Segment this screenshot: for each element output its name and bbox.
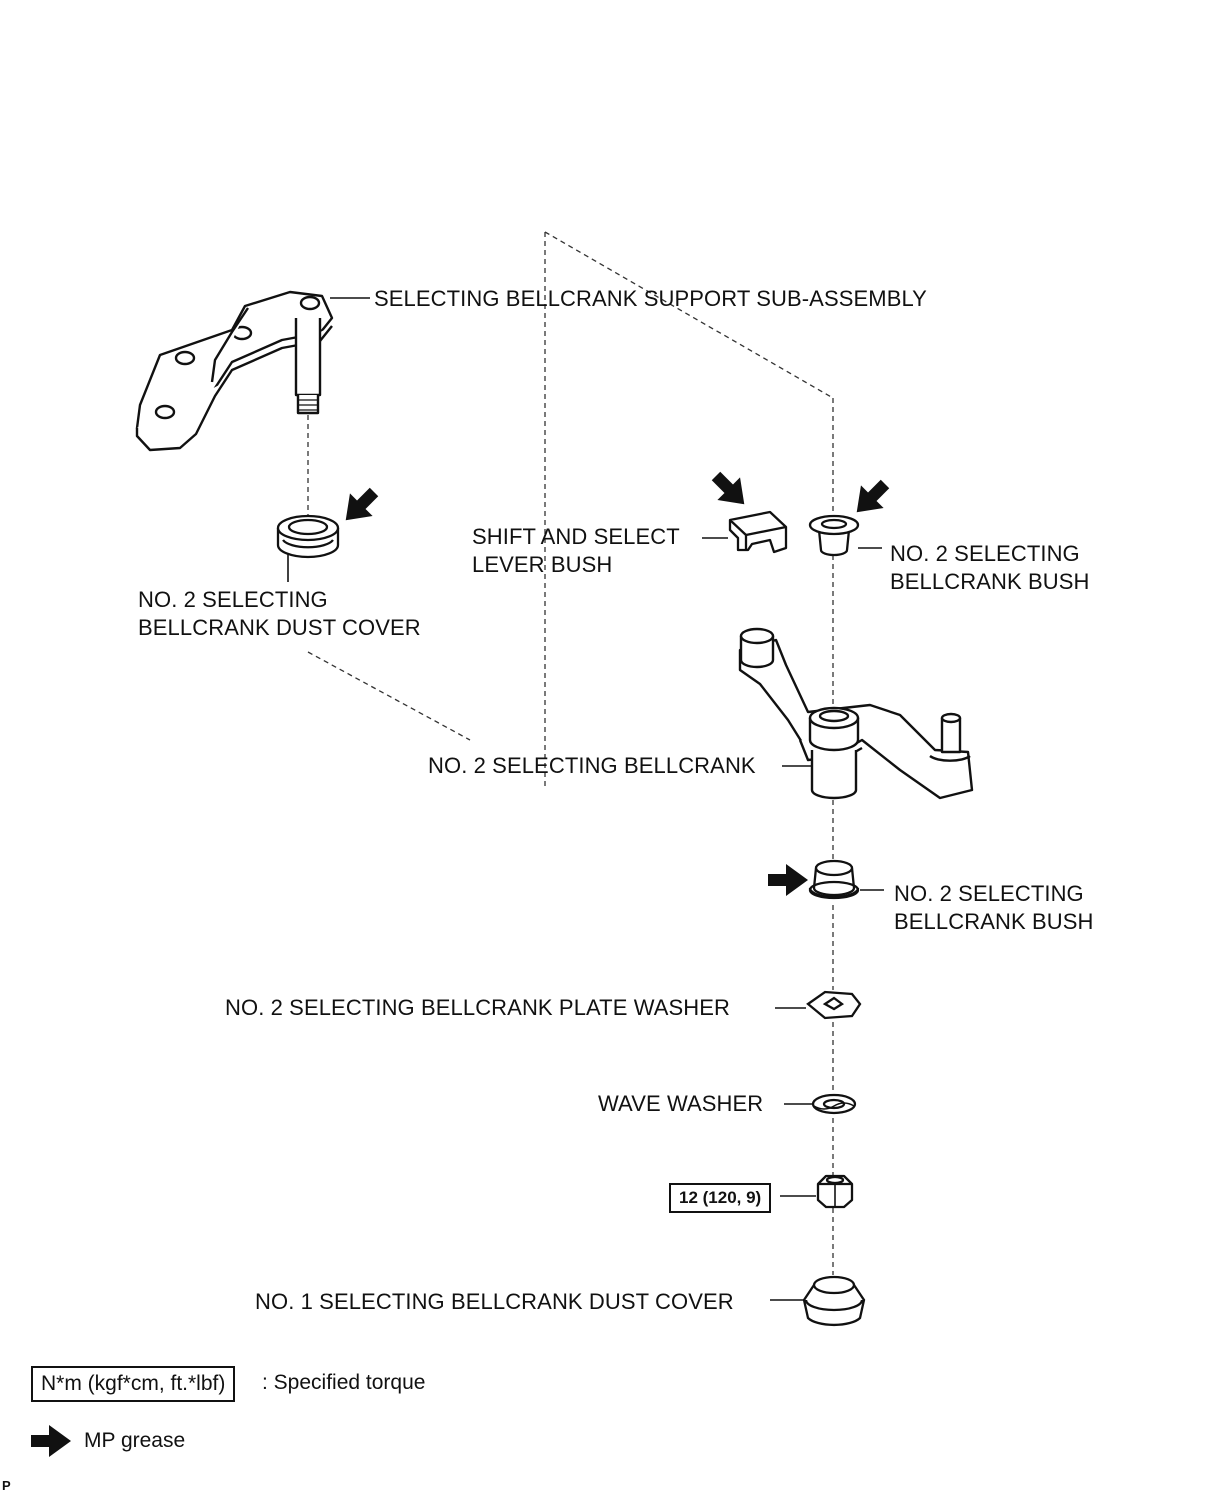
grease-arrow-icon [334, 480, 386, 532]
dust-cover-no2-part [276, 514, 340, 582]
label-lever-bush-line1: SHIFT AND SELECT [472, 524, 680, 549]
label-bush-upper-line1: NO. 2 SELECTING [890, 541, 1080, 566]
grease-arrow-icon [31, 1425, 71, 1457]
legend-torque-unit-box: N*m (kgf*cm, ft.*lbf) [31, 1366, 236, 1402]
bellcrank-bush-lower-part [808, 859, 884, 900]
grease-arrow-icon [768, 864, 808, 896]
lever-bush-part [702, 510, 788, 554]
nut-part [780, 1174, 854, 1209]
label-dust-cover-no1: NO. 1 SELECTING BELLCRANK DUST COVER [255, 1289, 734, 1314]
label-dust-cover-no2-line1: NO. 2 SELECTING [138, 587, 328, 612]
label-support-sub-assembly: SELECTING BELLCRANK SUPPORT SUB-ASSEMBLY [374, 286, 927, 311]
label-bush-lower-line2: BELLCRANK BUSH [894, 909, 1094, 934]
bellcrank-part [738, 627, 974, 800]
bellcrank-bush-upper-part [808, 514, 882, 557]
bellcrank-support-part [135, 290, 334, 452]
label-bush-lower-line1: NO. 2 SELECTING [894, 881, 1084, 906]
dust-cover-no1-part [770, 1275, 866, 1327]
legend-torque-text: : Specified torque [262, 1371, 426, 1394]
wave-washer-part [784, 1093, 857, 1115]
corner-mark: P [2, 1478, 11, 1493]
label-bush-upper-line2: BELLCRANK BUSH [890, 569, 1090, 594]
label-bellcrank: NO. 2 SELECTING BELLCRANK [428, 753, 756, 778]
label-plate-washer: NO. 2 SELECTING BELLCRANK PLATE WASHER [225, 995, 731, 1020]
grease-arrow-icon [704, 464, 756, 516]
label-wave-washer: WAVE WASHER [598, 1091, 764, 1116]
grease-arrow-icon [845, 472, 897, 524]
label-dust-cover-no2-line2: BELLCRANK DUST COVER [138, 615, 421, 640]
legend-grease-text: MP grease [84, 1429, 186, 1452]
label-lever-bush-line2: LEVER BUSH [472, 552, 613, 577]
assembly-guide-lines [307, 231, 834, 1275]
torque-spec-box: 12 (120, 9) [669, 1183, 772, 1213]
plate-washer-part [775, 990, 862, 1020]
